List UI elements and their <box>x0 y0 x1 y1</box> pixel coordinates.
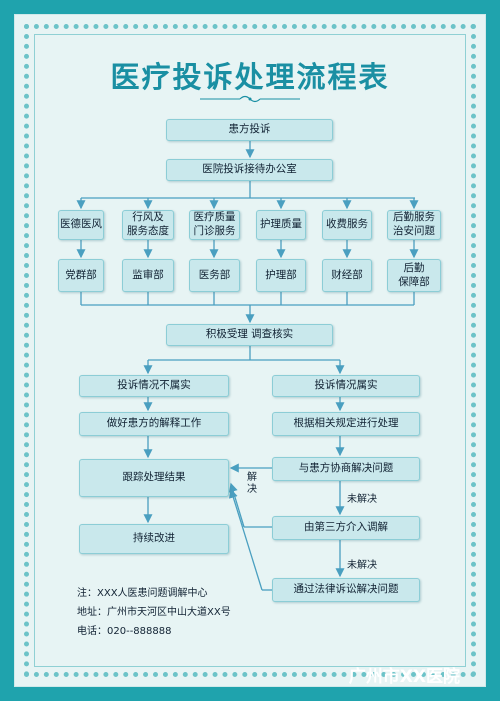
footer-note: 注：XXX人医患问题调解中心 <box>77 588 208 599</box>
footer-address: 地址：广州市天河区中山大道XX号 <box>77 607 231 618</box>
node-is-true: 投诉情况属实 <box>272 375 420 397</box>
node-cat-logistics: 后勤服务 治安问题 <box>387 210 441 240</box>
node-cat-nursing: 护理质量 <box>256 210 306 240</box>
node-investigate: 积极受理 调查核实 <box>166 324 333 346</box>
node-explain: 做好患方的解释工作 <box>79 412 229 436</box>
decorative-border <box>24 24 476 677</box>
label-unresolved-1: 未解决 <box>347 494 377 505</box>
node-dept-audit: 监审部 <box>122 259 174 292</box>
node-cat-fees: 收费服务 <box>322 210 372 240</box>
node-not-true: 投诉情况不属实 <box>79 375 229 397</box>
node-litigation: 通过法律诉讼解决问题 <box>272 578 420 602</box>
node-improve: 持续改进 <box>79 524 229 554</box>
node-dept-party: 党群部 <box>58 259 104 292</box>
node-dept-nursing: 护理部 <box>256 259 306 292</box>
node-negotiate: 与患方协商解决问题 <box>272 457 420 481</box>
node-handle-by-rules: 根据相关规定进行处理 <box>272 412 420 436</box>
label-resolved: 解 决 <box>247 472 257 495</box>
node-cat-quality: 医疗质量 门诊服务 <box>189 210 240 240</box>
node-cat-conduct: 行风及 服务态度 <box>122 210 174 240</box>
label-unresolved-2: 未解决 <box>347 560 377 571</box>
hospital-name: 广州市XX医院 <box>348 667 460 687</box>
node-reception-office: 医院投诉接待办公室 <box>166 159 333 181</box>
node-dept-finance: 财经部 <box>322 259 372 292</box>
page-title: 医疗投诉处理流程表 <box>110 60 390 94</box>
node-third-party: 由第三方介入调解 <box>272 516 420 540</box>
node-dept-medical: 医务部 <box>189 259 240 292</box>
inner-border <box>34 34 466 667</box>
title-ornament <box>200 95 300 103</box>
footer-phone: 电话：020--888888 <box>77 626 172 637</box>
node-dept-logistics: 后勤 保障部 <box>387 259 441 292</box>
node-patient-complaint: 患方投诉 <box>166 119 333 141</box>
node-cat-ethics: 医德医风 <box>58 210 104 240</box>
node-track: 跟踪处理结果 <box>79 459 229 497</box>
